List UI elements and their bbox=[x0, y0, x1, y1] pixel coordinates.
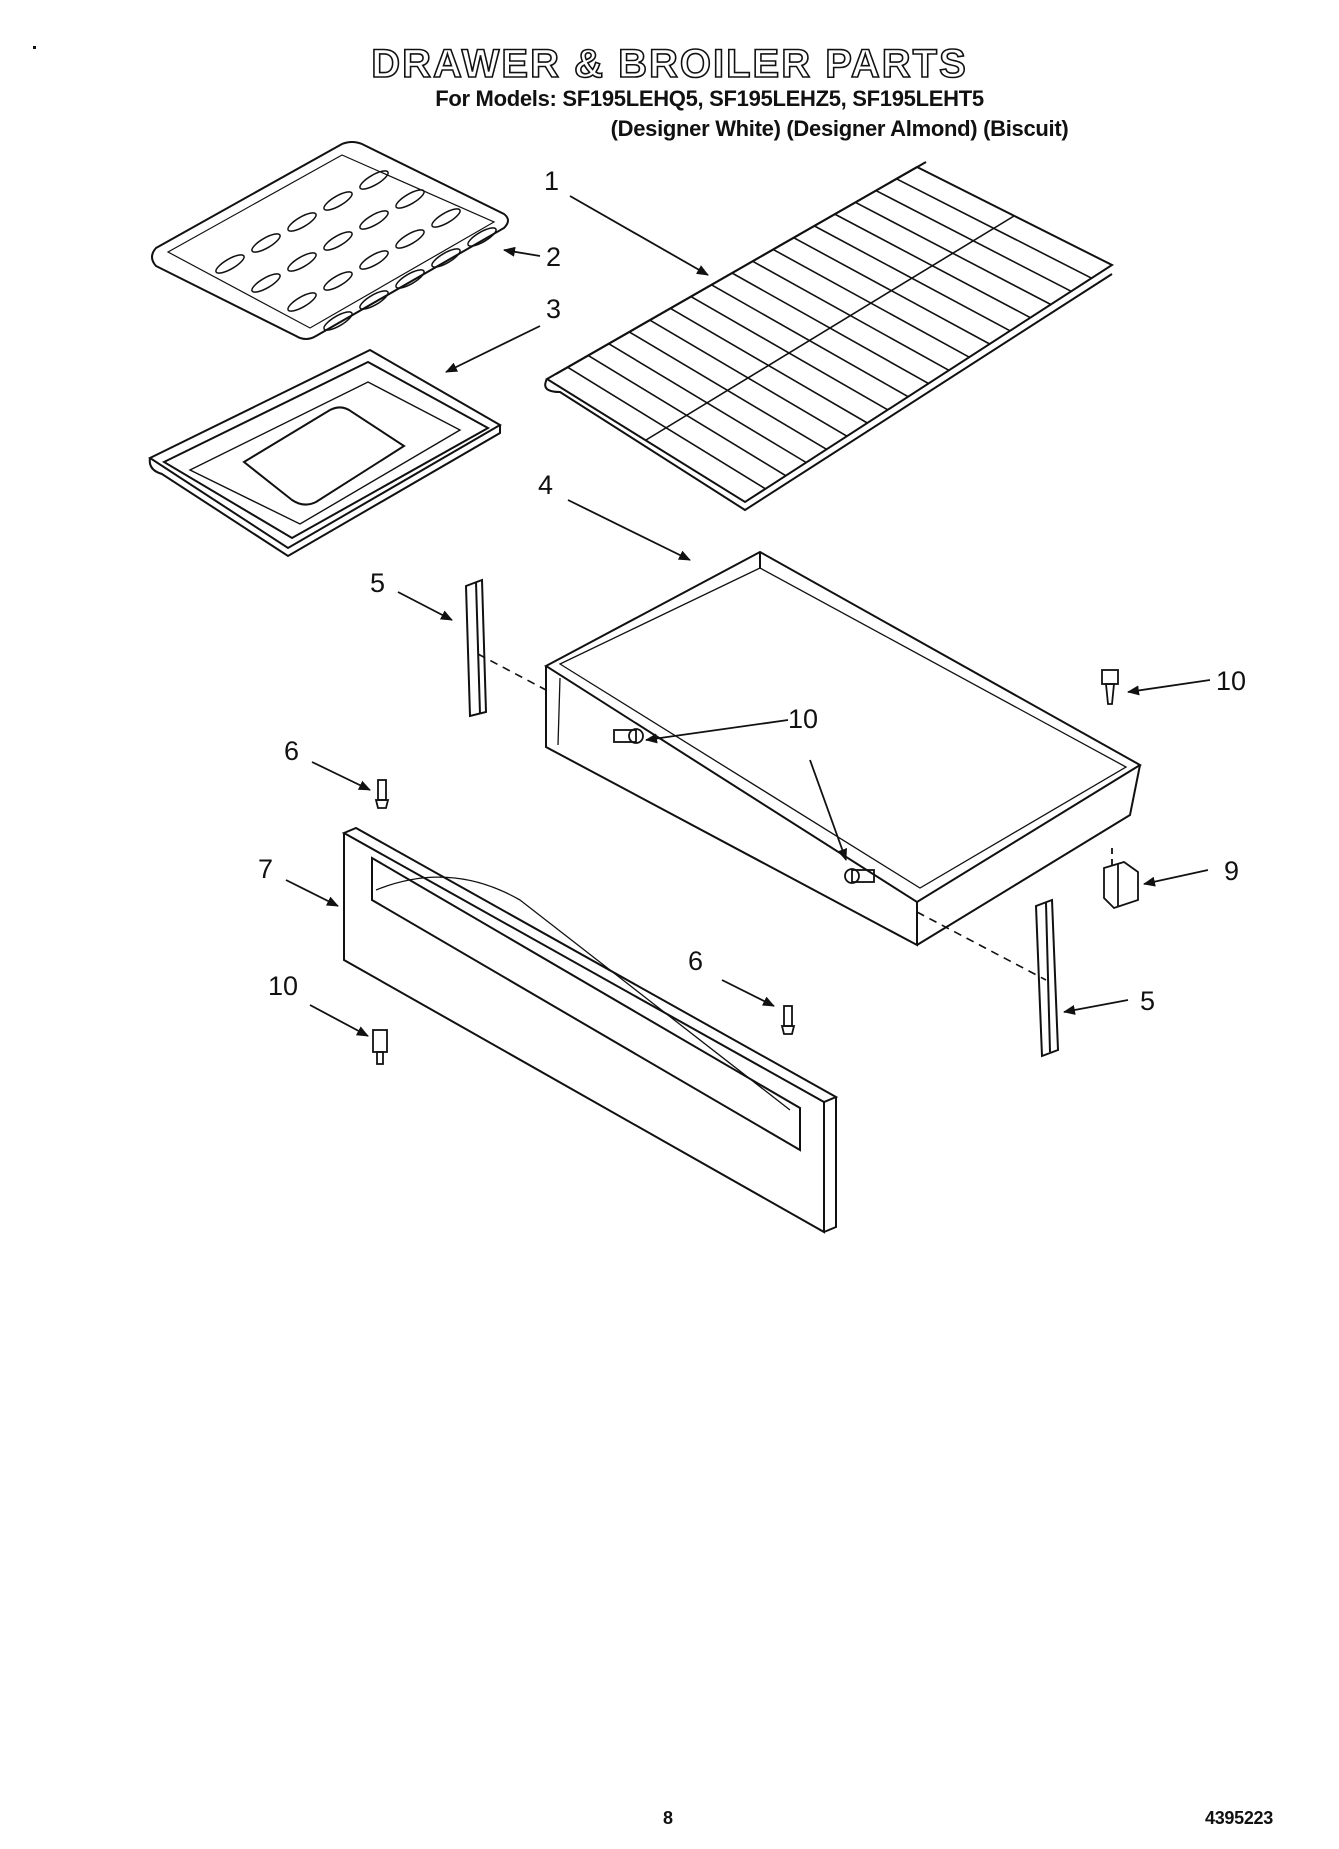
drawer bbox=[544, 550, 1142, 947]
screw-6-left bbox=[374, 779, 390, 809]
model-colors: (Designer White) (Designer Almond) (Bisc… bbox=[610, 116, 1069, 141]
callout-arrows bbox=[285, 195, 1211, 1037]
broiler-grid bbox=[151, 141, 509, 340]
stray-dot bbox=[33, 46, 36, 49]
callout-5-right: 5 bbox=[1140, 986, 1155, 1016]
screw-10-drawer-mid bbox=[844, 868, 875, 884]
callout-6-left: 6 bbox=[284, 736, 299, 766]
model-list: For Models: SF195LEHQ5, SF195LEHZ5, SF19… bbox=[435, 86, 984, 111]
assembly-lines bbox=[477, 653, 1047, 981]
screw-10-top-right bbox=[1101, 669, 1119, 705]
callout-5-left: 5 bbox=[370, 568, 385, 598]
screw-10-drawer-left bbox=[613, 728, 644, 744]
document-number: 4395223 bbox=[1205, 1808, 1273, 1828]
callout-6-right: 6 bbox=[688, 946, 703, 976]
page-title: DRAWER & BROILER PARTS bbox=[370, 41, 968, 87]
drawer-front-panel bbox=[341, 826, 839, 1234]
callout-10-top-right: 10 bbox=[1216, 666, 1246, 696]
screw-10-bottom-left bbox=[372, 1029, 388, 1065]
callout-4: 4 bbox=[538, 470, 553, 500]
screw-6-right bbox=[780, 1005, 796, 1035]
clip-9 bbox=[1103, 848, 1139, 910]
callout-10-drawer: 10 bbox=[788, 704, 818, 734]
callout-10-bottom-left: 10 bbox=[268, 971, 298, 1001]
page-number: 8 bbox=[663, 1808, 674, 1828]
callout-7: 7 bbox=[258, 854, 273, 884]
broiler-pan bbox=[147, 348, 502, 558]
drawer-slide-left bbox=[464, 578, 488, 718]
callout-1: 1 bbox=[544, 166, 559, 196]
oven-rack bbox=[544, 161, 1115, 512]
callout-2: 2 bbox=[546, 242, 561, 272]
callout-9: 9 bbox=[1224, 856, 1239, 886]
drawer-slide-right bbox=[1034, 898, 1060, 1058]
callout-3: 3 bbox=[546, 294, 561, 324]
